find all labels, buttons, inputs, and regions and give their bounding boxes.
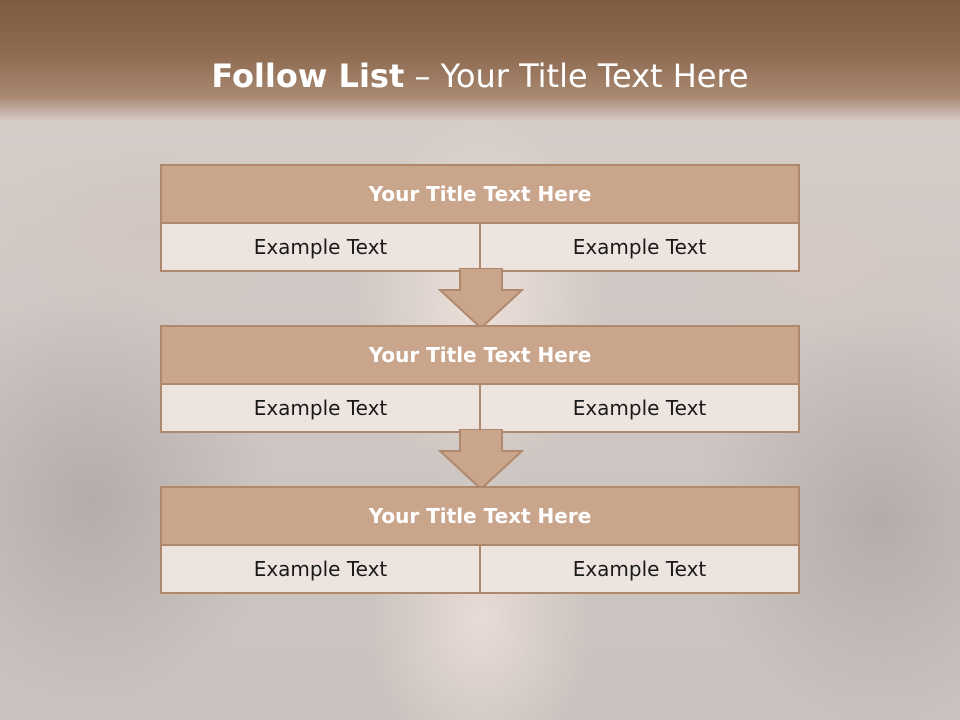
block-title: Your Title Text Here — [162, 166, 798, 224]
list-block-3: Your Title Text Here Example Text Exampl… — [160, 486, 800, 594]
down-arrow-icon — [438, 429, 524, 491]
block-row: Example Text Example Text — [162, 546, 798, 592]
block-row: Example Text Example Text — [162, 224, 798, 270]
block-cell-right: Example Text — [479, 385, 798, 431]
block-cell-left: Example Text — [162, 224, 479, 270]
block-cell-left: Example Text — [162, 385, 479, 431]
list-block-1: Your Title Text Here Example Text Exampl… — [160, 164, 800, 272]
block-cell-left: Example Text — [162, 546, 479, 592]
block-title: Your Title Text Here — [162, 488, 798, 546]
block-cell-right: Example Text — [479, 546, 798, 592]
block-title: Your Title Text Here — [162, 327, 798, 385]
title-rest: – Your Title Text Here — [404, 57, 749, 95]
down-arrow-icon — [438, 268, 524, 330]
page-title: Follow List – Your Title Text Here — [0, 52, 960, 100]
list-block-2: Your Title Text Here Example Text Exampl… — [160, 325, 800, 433]
block-row: Example Text Example Text — [162, 385, 798, 431]
block-cell-right: Example Text — [479, 224, 798, 270]
header-band — [0, 0, 960, 120]
title-bold: Follow List — [211, 57, 405, 95]
